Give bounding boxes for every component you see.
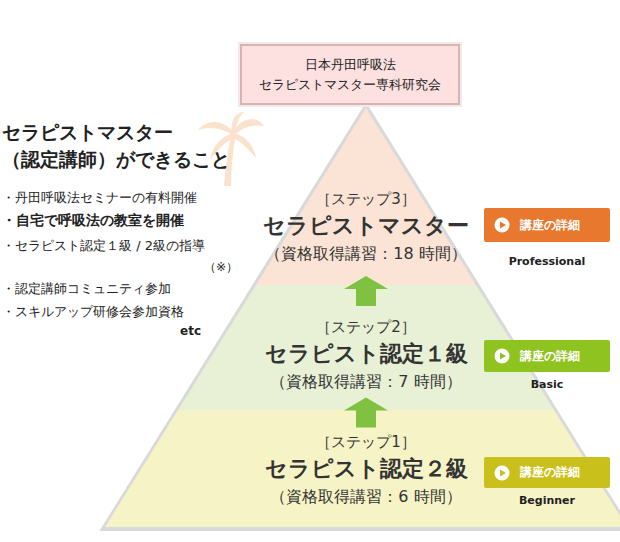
step-hours: （資格取得講習：7 時間）	[198, 369, 534, 395]
feature-item: ・スキルアップ研修会参加資格	[2, 303, 184, 321]
play-icon	[494, 348, 510, 364]
play-icon-circle	[495, 465, 510, 480]
etc-note: etc	[180, 324, 201, 338]
play-icon	[494, 465, 510, 481]
arrow-shape	[344, 276, 388, 306]
step-arrow	[344, 276, 388, 306]
step-number: ［ステップ2］	[198, 315, 534, 339]
feature-item: ・認定講師コミュニティ参加	[2, 280, 171, 298]
level-label: Professional	[509, 255, 586, 268]
button-label: 講座の詳細	[520, 348, 580, 365]
play-icon-circle	[495, 218, 510, 233]
button-label: 講座の詳細	[520, 217, 580, 234]
play-icon	[494, 217, 510, 233]
step-number: ［ステップ1］	[198, 430, 534, 454]
feature-item: ・自宅で呼吸法の教室を開催	[2, 212, 184, 230]
header-text: 日本丹田呼吸法 セラピストマスター専科研究会	[250, 55, 450, 94]
feature-item: ・セラピスト認定１級 / 2級の指導	[2, 237, 205, 255]
header-box: 日本丹田呼吸法 セラピストマスター専科研究会	[240, 44, 460, 105]
level-label: Beginner	[519, 494, 575, 507]
step-number: ［ステップ3］	[198, 187, 534, 211]
step-hours: （資格取得講習：18 時間）	[198, 241, 534, 267]
play-icon-circle	[495, 349, 510, 364]
band-step1-fill	[105, 410, 620, 527]
step-arrow	[344, 398, 388, 428]
detail-button: 講座の詳細	[484, 340, 610, 372]
button-label: 講座の詳細	[520, 464, 580, 481]
detail-button: 講座の詳細	[484, 457, 610, 488]
play-icon-triangle	[500, 353, 506, 360]
step-hours: （資格取得講習：6 時間）	[198, 484, 534, 510]
play-icon-triangle	[500, 469, 506, 476]
section-heading: セラピストマスター （認定講師）ができること	[2, 119, 247, 172]
footnote-mark: （※）	[204, 259, 238, 276]
detail-button: 講座の詳細	[484, 208, 610, 242]
feature-item: ・丹田呼吸法セミナーの有料開催	[2, 189, 197, 207]
level-label: Basic	[531, 378, 564, 391]
arrow-shape	[344, 398, 388, 428]
play-icon-triangle	[500, 222, 506, 229]
